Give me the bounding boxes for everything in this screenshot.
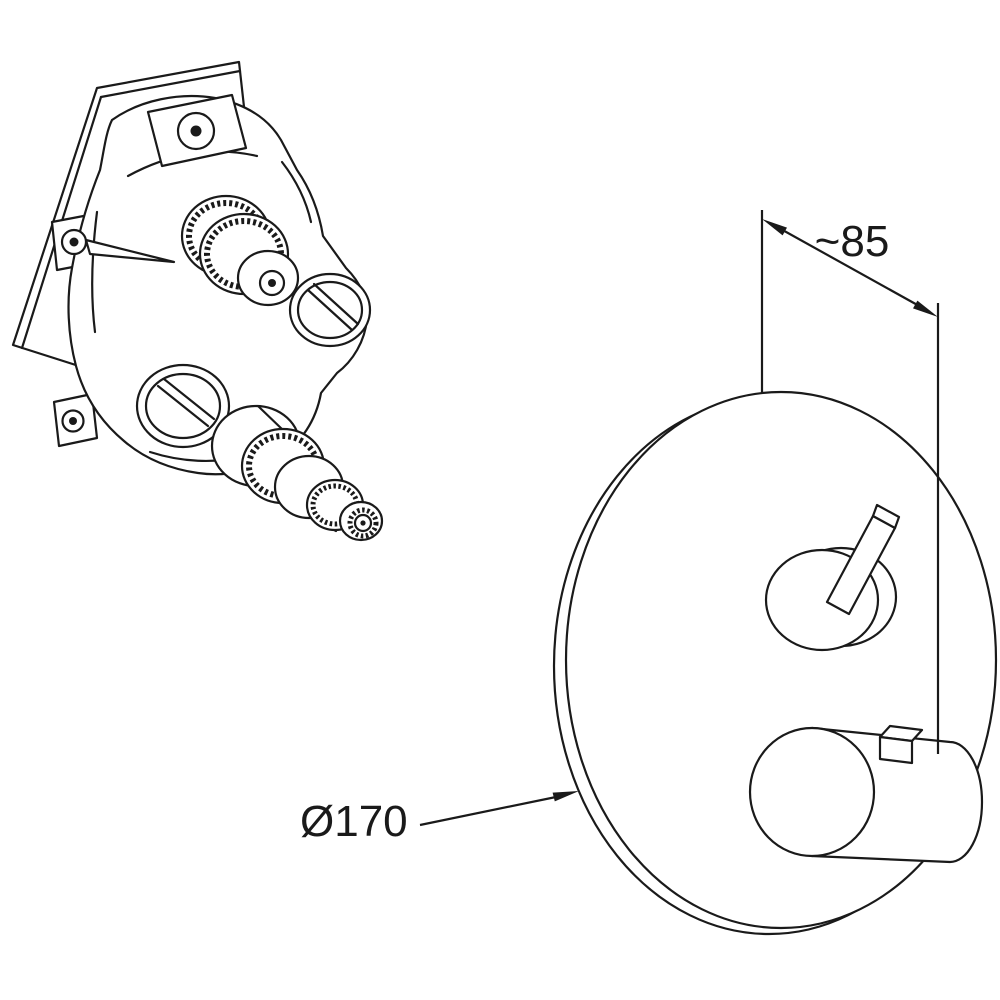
diameter-label: Ø170 bbox=[300, 797, 408, 846]
housing-wall-left bbox=[91, 210, 99, 334]
diameter-dimension: Ø170 bbox=[300, 791, 579, 846]
top-cap bbox=[146, 93, 248, 168]
housing-edge-right bbox=[280, 160, 313, 224]
leader-line bbox=[419, 795, 557, 827]
screw-slot bbox=[306, 288, 354, 332]
temperature-handle bbox=[764, 503, 901, 652]
retainer-clip bbox=[84, 238, 176, 264]
screw-slot bbox=[162, 377, 216, 421]
depth-label: ~85 bbox=[815, 217, 890, 266]
mounting-screws bbox=[60, 228, 176, 433]
dimension-line bbox=[769, 222, 931, 313]
arrowhead bbox=[762, 219, 787, 236]
screw-slot bbox=[312, 282, 360, 326]
lever-tip-face bbox=[871, 503, 901, 530]
knurled-cartridge bbox=[180, 194, 300, 307]
knob-face bbox=[748, 726, 876, 858]
trim-plate-assembly bbox=[552, 390, 998, 936]
screw-slot bbox=[156, 384, 210, 428]
right-port-plug bbox=[288, 272, 372, 348]
top-cap-screw bbox=[190, 125, 202, 137]
arrowhead bbox=[552, 791, 579, 802]
splined-spindle bbox=[210, 404, 384, 542]
concealed-valve-assembly bbox=[11, 60, 384, 542]
bottom-port-plug bbox=[135, 363, 231, 449]
arrowhead bbox=[913, 300, 938, 317]
index-button-front bbox=[878, 735, 914, 765]
gear-teeth bbox=[347, 507, 379, 539]
depth-dimension: ~85 bbox=[760, 210, 940, 754]
volume-handle bbox=[748, 724, 984, 864]
